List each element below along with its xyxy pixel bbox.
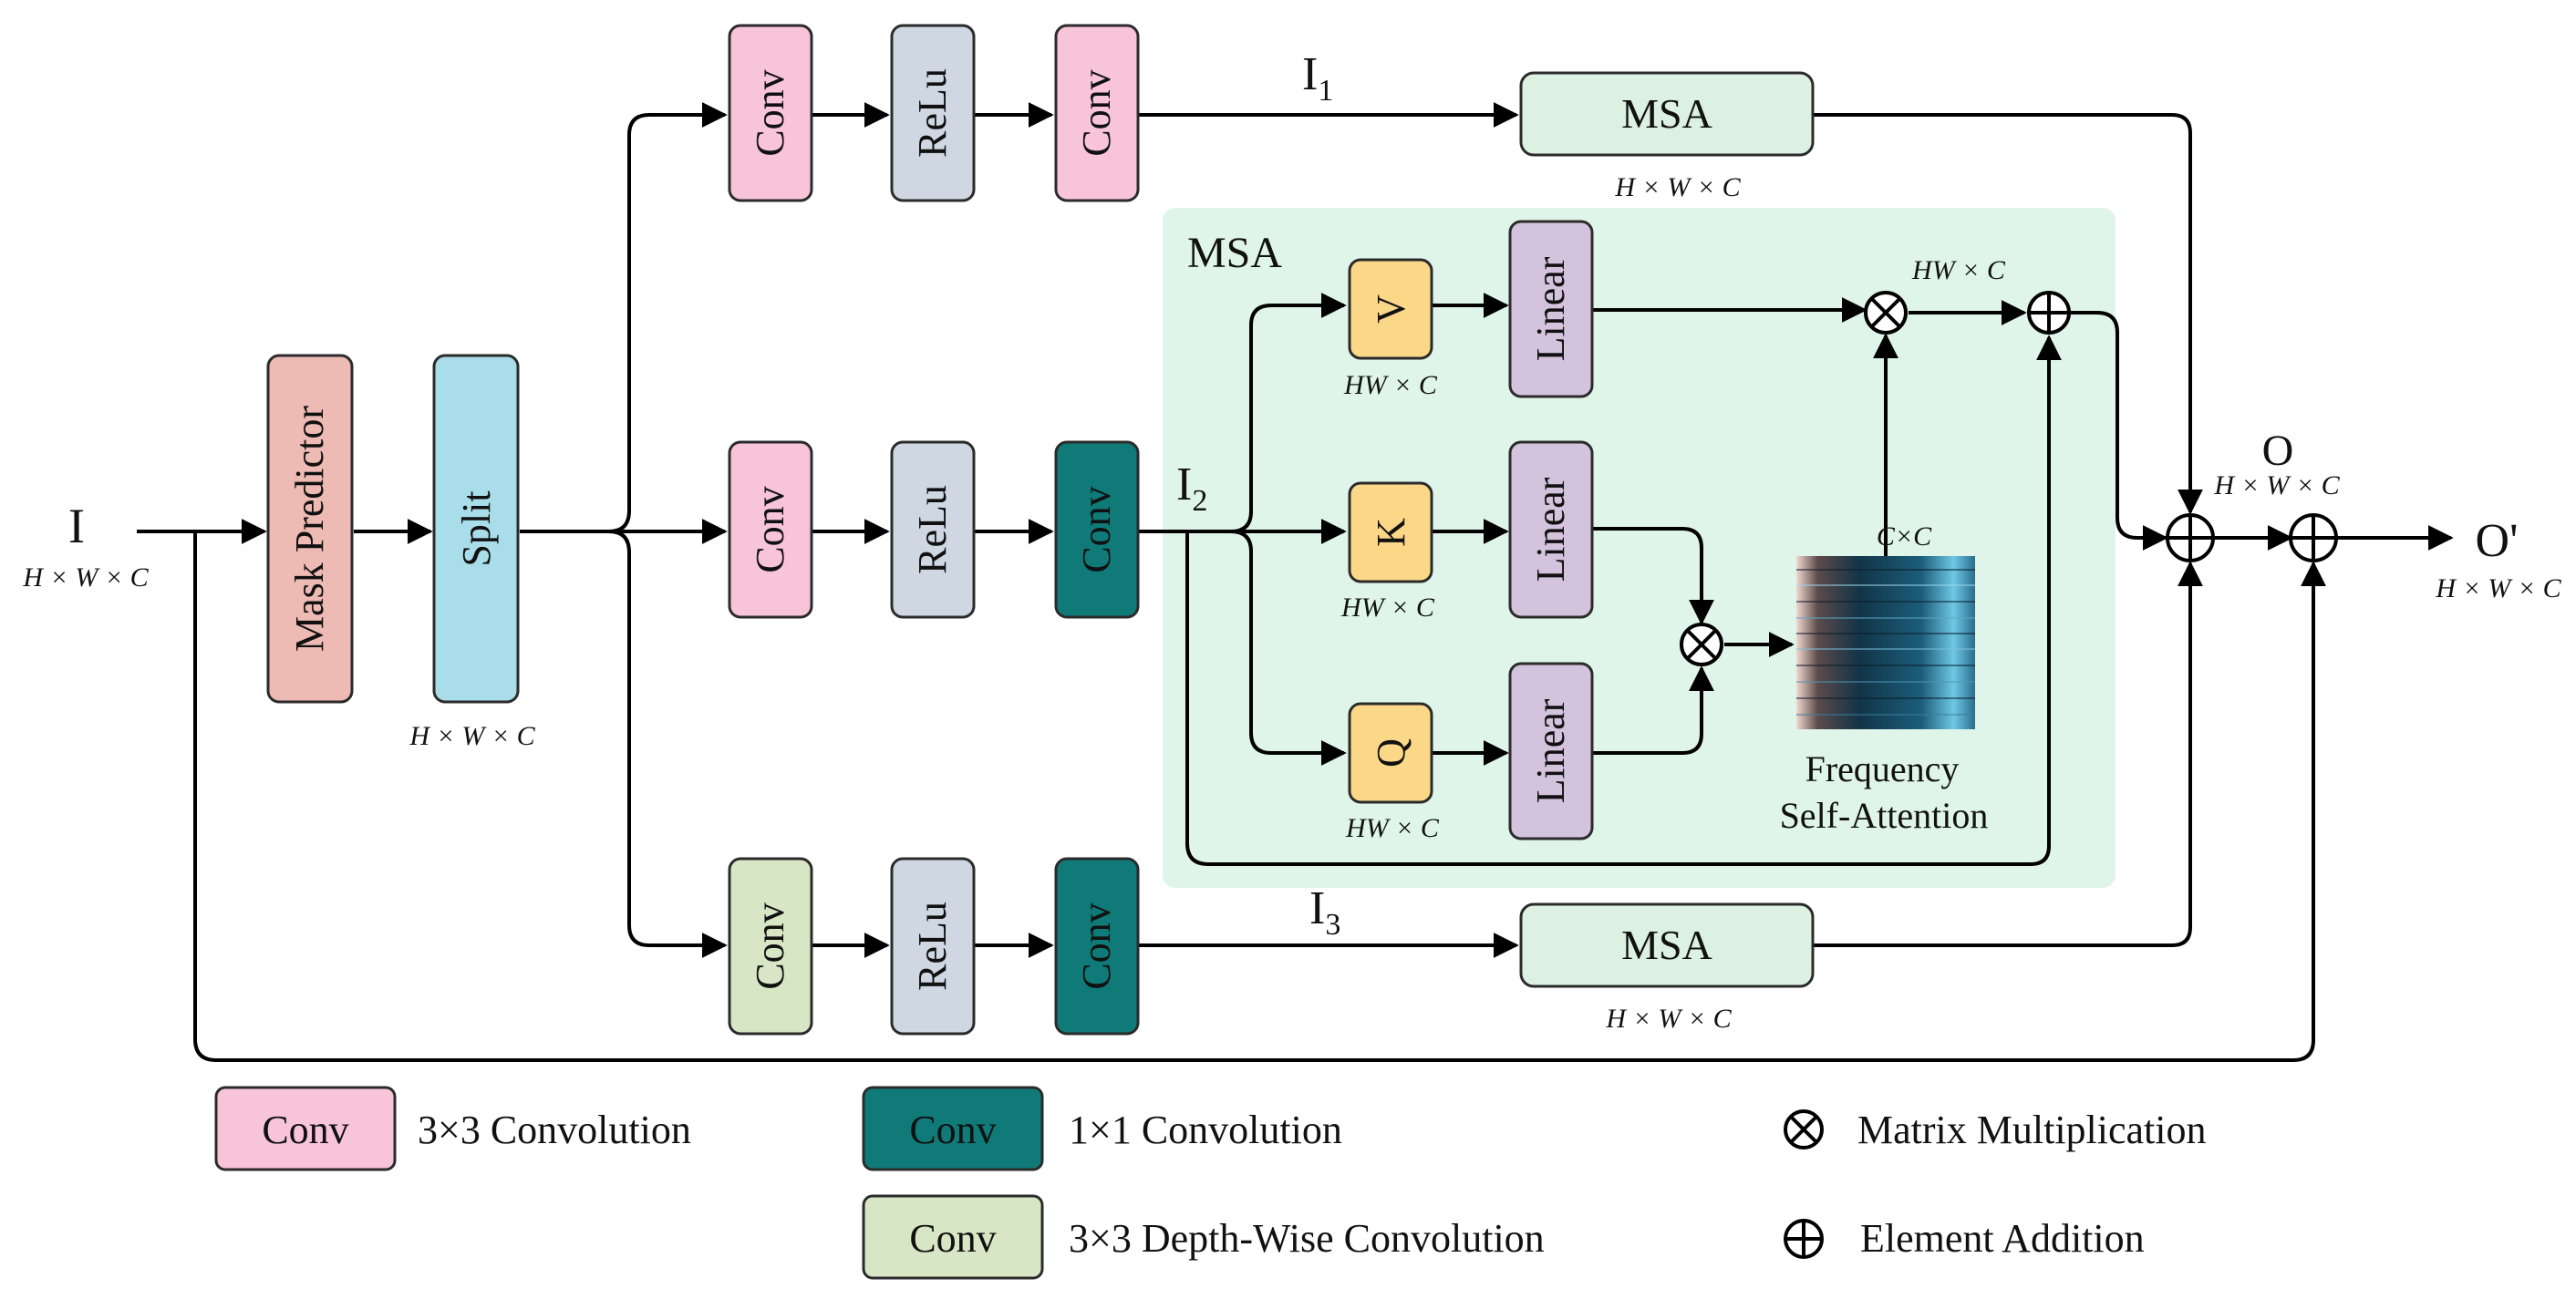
mask-predictor-block: Mask Predictor xyxy=(266,354,354,704)
svg-text:Conv: Conv xyxy=(262,1108,348,1152)
branch3-relu-label: ReLu xyxy=(910,902,955,991)
branch3-msa-label: MSA xyxy=(1621,922,1712,968)
svg-text:1×1 Convolution: 1×1 Convolution xyxy=(1069,1108,1342,1152)
svg-text:Conv: Conv xyxy=(909,1216,996,1261)
split-dim: H × W × C xyxy=(409,721,535,751)
branch1-feature-label: I1 xyxy=(1302,48,1333,108)
branch-1: Conv ReLu Conv I1 MSA H × W × C xyxy=(728,24,1815,202)
msa-detail: V HW × C K HW × C Q HW × C Linear Linear… xyxy=(1340,220,2071,843)
q-label: Q xyxy=(1369,738,1413,768)
branch3-conv1-label: Conv xyxy=(748,902,792,989)
svg-text:3×3 Depth-Wise Convolution: 3×3 Depth-Wise Convolution xyxy=(1069,1216,1545,1261)
svg-text:Matrix Multiplication: Matrix Multiplication xyxy=(1857,1108,2207,1152)
add-branches-icon xyxy=(2166,513,2215,562)
linear-k-label: Linear xyxy=(1528,477,1573,582)
mult-dim: HW × C xyxy=(1911,255,2006,285)
legend-dwconv: Conv 3×3 Depth-Wise Convolution xyxy=(862,1194,1545,1280)
attn-caption-line2: Self-Attention xyxy=(1780,795,1989,836)
branch2-conv2-label: Conv xyxy=(1074,486,1119,572)
split-block: Split xyxy=(432,354,520,704)
branch1-msa-dim: H × W × C xyxy=(1614,172,1741,202)
add-skip-icon xyxy=(2289,513,2338,562)
legend-conv3x3: Conv 3×3 Convolution xyxy=(214,1086,691,1171)
add-legend-icon xyxy=(1784,1219,1824,1259)
legend-add: Element Addition xyxy=(1784,1216,2145,1261)
matmul-v-icon xyxy=(1864,291,1908,335)
svg-text:Element Addition: Element Addition xyxy=(1860,1216,2145,1261)
output-final-label: O' xyxy=(2476,515,2519,567)
input-label: I xyxy=(68,499,85,553)
legend-conv1x1: Conv 1×1 Convolution xyxy=(862,1086,1342,1171)
input-dim: H × W × C xyxy=(22,562,149,593)
branch-2: Conv ReLu Conv I2 xyxy=(728,440,1207,619)
legend: Conv 3×3 Convolution Conv 1×1 Convolutio… xyxy=(214,1086,2207,1280)
mask-predictor-label: Mask Predictor xyxy=(287,406,332,652)
msa-detail-title: MSA xyxy=(1187,229,1282,277)
branch3-msa-dim: H × W × C xyxy=(1605,1004,1732,1034)
branch1-msa-label: MSA xyxy=(1621,90,1712,137)
attn-dim: C×C xyxy=(1877,521,1932,552)
output-o-dim: H × W × C xyxy=(2213,470,2340,500)
frequency-attention-map xyxy=(1796,556,1975,729)
branch3-feature-label: I3 xyxy=(1309,882,1340,942)
branch2-conv1-label: Conv xyxy=(748,486,792,572)
branch2-feature-label: I2 xyxy=(1176,459,1207,518)
matmul-legend-icon xyxy=(1784,1109,1824,1150)
linear-v-label: Linear xyxy=(1528,256,1573,361)
attn-caption-line1: Frequency xyxy=(1805,748,1960,789)
add-residual-icon xyxy=(2027,291,2071,335)
branch2-relu-label: ReLu xyxy=(910,485,955,574)
k-dim: HW × C xyxy=(1340,593,1435,623)
v-label: V xyxy=(1369,294,1413,324)
connection-wires xyxy=(137,102,2454,1062)
k-label: K xyxy=(1369,518,1413,547)
branch3-conv2-label: Conv xyxy=(1074,902,1119,989)
q-dim: HW × C xyxy=(1345,813,1440,843)
branch-3: Conv ReLu Conv I3 MSA H × W × C xyxy=(728,857,1815,1036)
svg-text:Conv: Conv xyxy=(909,1108,996,1152)
split-label: Split xyxy=(454,490,499,566)
matmul-qk-icon xyxy=(1680,623,1723,666)
branch1-conv2-label: Conv xyxy=(1074,69,1119,156)
output-o-label: O xyxy=(2262,427,2294,475)
svg-text:3×3 Convolution: 3×3 Convolution xyxy=(418,1108,691,1152)
linear-q-label: Linear xyxy=(1528,698,1573,803)
legend-matmul: Matrix Multiplication xyxy=(1784,1108,2207,1152)
v-dim: HW × C xyxy=(1343,370,1438,400)
branch1-relu-label: ReLu xyxy=(910,68,955,158)
branch1-conv1-label: Conv xyxy=(748,69,792,156)
output-final-dim: H × W × C xyxy=(2435,573,2561,603)
